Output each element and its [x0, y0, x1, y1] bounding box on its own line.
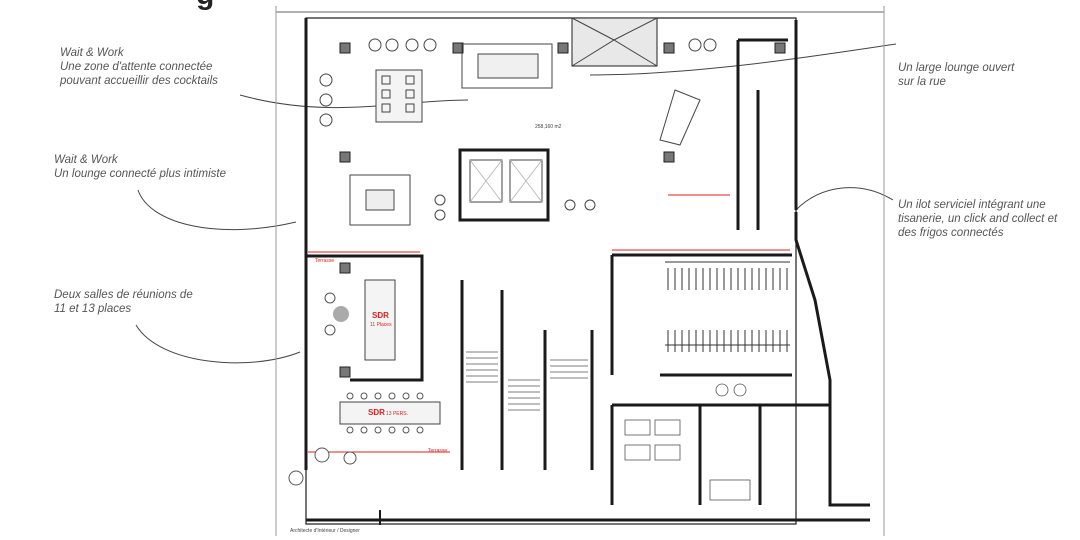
sdr-13-label: SDR: [368, 408, 385, 417]
lower-rooms: [624, 383, 751, 501]
annotation-line: sur la rue: [898, 76, 946, 88]
leader-open-lounge: [589, 43, 897, 76]
annotation-line: Wait & Work: [60, 47, 124, 59]
annotation-line: Un ilot serviciel intégrant une: [898, 199, 1046, 211]
terrasse-label-2: Terrasse: [428, 448, 447, 454]
annotation-leaders: [135, 43, 897, 364]
fridges: [665, 261, 790, 346]
lounge-furniture: [319, 38, 717, 226]
annotation-line: Wait & Work: [54, 154, 118, 166]
annotation-wait-work-lounge: Wait & Work Un lounge connecté plus inti…: [54, 153, 226, 181]
annotation-wait-work-cocktails: Wait & Work Une zone d'attente connectée…: [60, 46, 218, 88]
annotation-line: Deux salles de réunions de: [54, 289, 193, 301]
annotation-line: 11 et 13 places: [54, 303, 132, 315]
sdr-13-sublabel: 13 PERS.: [386, 411, 408, 417]
annotation-line: Un large lounge ouvert: [898, 62, 1015, 74]
terrasse-label: Terrasse: [315, 258, 334, 264]
interior-walls: [306, 38, 830, 505]
page-title-fragment: g: [196, 0, 214, 12]
annotation-open-lounge: Un large lounge ouvert sur la rue: [898, 61, 1014, 89]
sdr-11-sublabel: 11 Places: [370, 322, 392, 328]
leader-cocktails: [239, 94, 469, 109]
annotation-line: pouvant accueillir des cocktails: [60, 75, 218, 87]
leader-lounge: [137, 189, 297, 231]
leader-meeting: [135, 324, 301, 364]
leader-service: [795, 187, 894, 211]
stairs: [466, 351, 588, 411]
area-label: 258,160 m2: [535, 124, 562, 130]
sdr-11-label: SDR: [372, 311, 389, 320]
elevators: [469, 159, 543, 203]
annotation-service-island: Un ilot serviciel intégrant une tisaneri…: [898, 198, 1057, 240]
skylight-element: [571, 17, 658, 67]
annotation-line: Une zone d'attente connectée: [60, 61, 213, 73]
columns: [339, 42, 786, 378]
meeting-room-11: [324, 279, 396, 361]
annotation-line: des frigos connectés: [898, 227, 1004, 239]
footer-label: Architecte d'Intérieur / Designer: [290, 528, 360, 534]
annotation-line: Un lounge connecté plus intimiste: [54, 168, 226, 180]
plants: [288, 447, 357, 486]
meeting-room-13: [339, 392, 441, 434]
red-markings: [308, 194, 790, 453]
fridge-ticks: [667, 268, 788, 352]
annotation-meeting-rooms: Deux salles de réunions de 11 et 13 plac…: [54, 288, 193, 316]
annotation-line: tisanerie, un click and collect et: [898, 213, 1058, 225]
building-walls: [275, 6, 885, 536]
